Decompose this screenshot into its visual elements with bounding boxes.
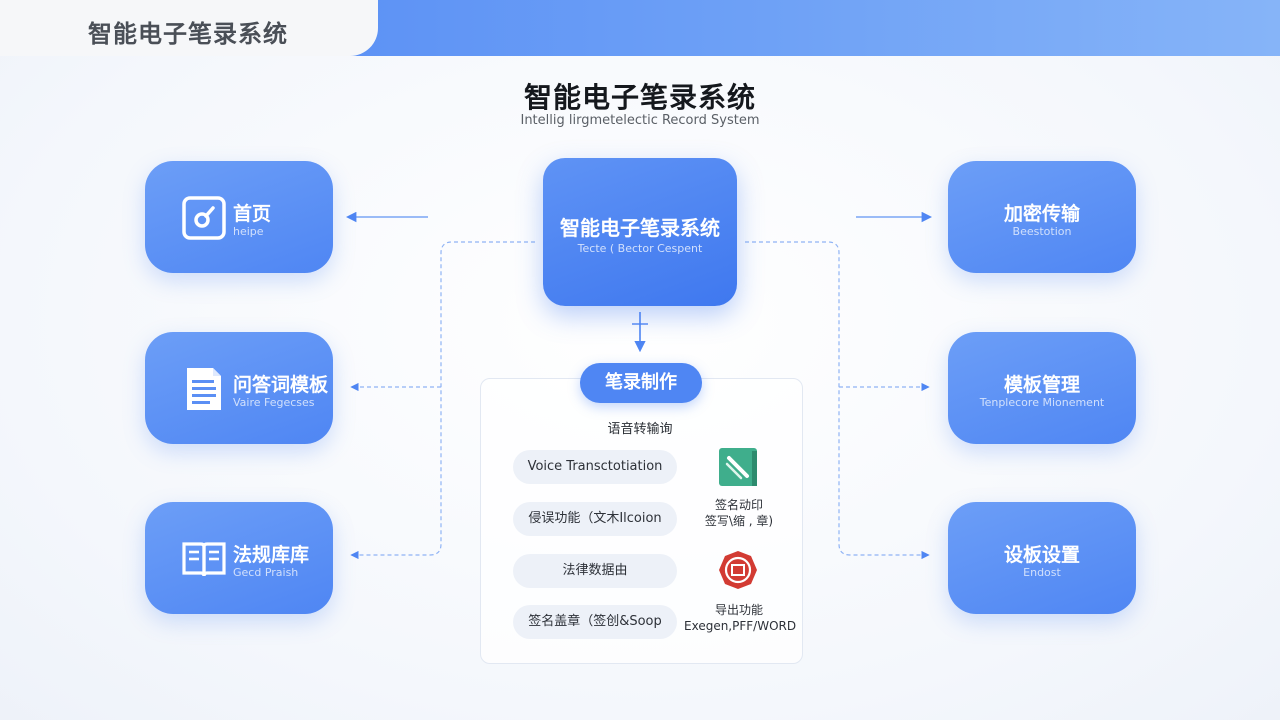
node-qa-template-sub: Vaire Fegecses — [233, 396, 315, 409]
node-home-sub: heipe — [233, 225, 264, 238]
node-settings-label: 设板设置 — [1003, 544, 1080, 566]
feature-signature-stamp[interactable]: 签名盖章（签创&Soop — [513, 605, 677, 639]
side-export-line1: 导出功能 — [714, 603, 763, 617]
node-template-management-sub: Tenplecore Mionement — [979, 396, 1105, 409]
node-encrypted-transfer-sub: Beestotion — [1012, 225, 1072, 238]
record-panel-header[interactable]: 笔录制作 — [580, 363, 702, 403]
feature-law-data[interactable]: 法律数据由 — [513, 554, 677, 588]
side-signature-text: 签名动印 签写\缩 , 章) — [684, 497, 794, 529]
center-sub: Tecte ( Bector Cespent — [577, 242, 703, 255]
diagram-subtitle: Intellig lirgmetelectic Record System — [520, 113, 760, 128]
node-encrypted-transfer-label: 加密传输 — [1003, 203, 1080, 225]
side-signature-line2: 签写\缩 , 章) — [704, 514, 774, 528]
book-icon — [182, 542, 226, 577]
node-encrypted-transfer[interactable]: 加密传输 Beestotion — [948, 161, 1136, 273]
document-icon — [187, 368, 221, 410]
node-center-system[interactable]: 智能电子笔录系统 Tecte ( Bector Cespent — [543, 158, 737, 306]
node-settings[interactable]: 设板设置 Endost — [948, 502, 1136, 614]
node-law-library[interactable]: 法规库库 Gecd Praish — [145, 502, 333, 614]
tab-title: 智能电子笔录系统 — [88, 20, 288, 48]
side-export-line2: Exegen,PFF/WORD — [684, 619, 797, 633]
center-label: 智能电子笔录系统 — [560, 216, 720, 240]
pen-icon — [719, 448, 757, 486]
feature-voice-transcription[interactable]: Voice Transctotiation — [513, 450, 677, 484]
node-qa-template-label: 问答词模板 — [233, 374, 329, 396]
node-settings-sub: Endost — [1023, 566, 1061, 579]
edit-icon — [182, 196, 226, 240]
feature-error-correction[interactable]: 侵误功能（文木Ilcoion — [513, 502, 677, 536]
seal-icon — [719, 551, 757, 589]
node-home[interactable]: 首页 heipe — [145, 161, 333, 273]
diagram-title: 智能电子笔录系统 — [523, 81, 756, 114]
side-signature-line1: 签名动印 — [714, 498, 763, 512]
node-home-label: 首页 — [233, 203, 272, 225]
record-panel-heading: 语音转输询 — [607, 422, 673, 437]
node-law-library-label: 法规库库 — [233, 544, 310, 566]
side-export-text: 导出功能 Exegen,PFF/WORD — [684, 602, 797, 634]
node-qa-template[interactable]: 问答词模板 Vaire Fegecses — [145, 332, 333, 444]
node-template-management[interactable]: 模板管理 Tenplecore Mionement — [948, 332, 1136, 444]
node-law-library-sub: Gecd Praish — [233, 566, 299, 579]
node-template-management-label: 模板管理 — [1003, 374, 1080, 396]
title-tab: 智能电子笔录系统 — [0, 0, 378, 56]
